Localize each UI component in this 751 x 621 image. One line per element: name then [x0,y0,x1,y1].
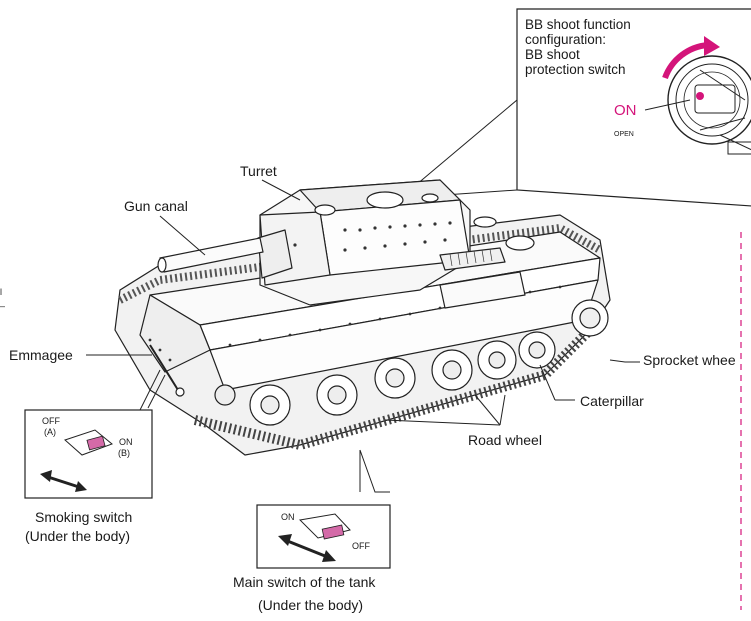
smoking-on-label: ON [119,437,133,447]
bb-on-label: ON [614,102,637,119]
smoking-off-label: OFF [42,416,60,426]
label-road-wheel: Road wheel [468,432,542,448]
bb-line-4: protection switch [525,62,626,77]
label-emmagee: Emmagee [9,347,73,363]
label-turret: Turret [240,163,277,179]
main-switch-box [256,504,391,569]
label-gun-canal: Gun canal [124,198,188,214]
label-sprocket-wheel: Sprocket whee [643,352,736,368]
main-caption-1: Main switch of the tank [233,574,376,590]
bb-callout-text: BB shoot function configuration: BB shoo… [525,17,631,77]
left-edge-fragment: l [0,287,2,297]
main-caption-2: (Under the body) [258,597,364,613]
left-edge-fragment-2: – [0,301,6,311]
smoking-caption-1: Smoking switch [35,509,133,525]
main-on-label: ON [281,512,295,522]
tank-illustration [114,179,611,456]
bb-open-label: OPEN [614,131,634,138]
bb-line-1: BB shoot function [525,17,631,32]
leader-lines [86,179,640,493]
bb-callout-box [409,8,751,207]
main-off-label: OFF [352,541,370,551]
smoking-a-label: (A) [44,427,56,437]
smoking-caption-2: (Under the body) [25,528,131,544]
bb-switch-dial [662,36,751,155]
bb-line-2: configuration: [525,32,607,47]
bb-line-3: BB shoot [525,47,580,62]
label-caterpillar: Caterpillar [580,393,644,409]
smoking-b-label: (B) [118,448,130,458]
smoking-switch-box [24,409,153,499]
